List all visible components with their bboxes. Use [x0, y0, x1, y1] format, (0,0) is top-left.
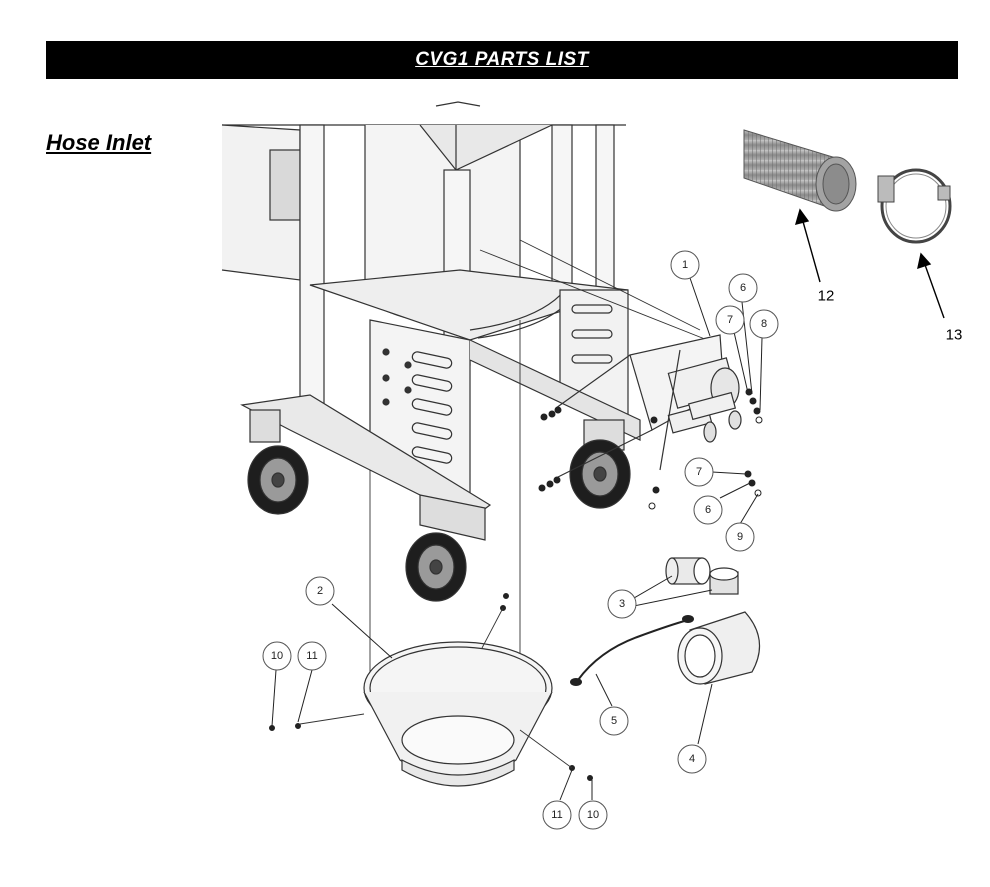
- svg-text:7: 7: [727, 314, 733, 326]
- callout-5: 5: [599, 706, 629, 736]
- callout-7-bottom: 7: [684, 457, 714, 487]
- callout-6-top: 6: [728, 273, 758, 303]
- callout-11-right: 11: [542, 800, 572, 830]
- callout-7-top: 7: [715, 305, 745, 335]
- part-couplers: [665, 557, 739, 595]
- page-title: CVG1 PARTS LIST: [415, 49, 589, 70]
- callout-11-left: 11: [297, 641, 327, 671]
- callout-2: 2: [305, 576, 335, 606]
- svg-text:4: 4: [689, 753, 695, 765]
- svg-text:9: 9: [737, 531, 743, 543]
- part-hose-cuff: [677, 611, 761, 685]
- hardware-bolts: [269, 388, 763, 781]
- part-flexible-hose: [743, 129, 857, 212]
- caster-front: [405, 494, 486, 602]
- callout-10-left: 10: [262, 641, 292, 671]
- part-funnel: [299, 607, 573, 787]
- svg-text:10: 10: [587, 809, 599, 821]
- caster-left: [247, 409, 309, 515]
- svg-text:6: 6: [705, 504, 711, 516]
- caster-right: [569, 419, 631, 509]
- svg-text:3: 3: [619, 598, 625, 610]
- callout-8: 8: [749, 309, 779, 339]
- svg-text:7: 7: [696, 466, 702, 478]
- svg-text:10: 10: [271, 650, 283, 662]
- callout-1: 1: [670, 250, 700, 280]
- callout-10-right: 10: [578, 800, 608, 830]
- svg-text:5: 5: [611, 715, 617, 727]
- svg-text:11: 11: [306, 650, 317, 662]
- arrow-13: [917, 252, 945, 319]
- svg-text:1: 1: [682, 259, 688, 271]
- section-title: Hose Inlet: [46, 130, 152, 155]
- callout-6-bottom: 6: [693, 495, 723, 525]
- part-hose-clamp: [877, 168, 952, 244]
- svg-text:11: 11: [551, 809, 562, 821]
- machine-frame: [221, 101, 721, 730]
- callout-3: 3: [607, 589, 637, 619]
- leader-lines: [271, 277, 763, 801]
- callout-12: 12: [818, 288, 835, 305]
- part-ground-wire: [570, 615, 694, 686]
- part-inlet-plate: [555, 334, 742, 479]
- svg-text:6: 6: [740, 282, 746, 294]
- svg-text:8: 8: [761, 318, 767, 330]
- header-banner: CVG1 PARTS LIST: [46, 41, 958, 79]
- arrow-12: [794, 208, 821, 283]
- svg-text:2: 2: [317, 585, 323, 597]
- callout-13: 13: [946, 327, 963, 344]
- callout-9: 9: [725, 522, 755, 552]
- callout-4: 4: [677, 744, 707, 774]
